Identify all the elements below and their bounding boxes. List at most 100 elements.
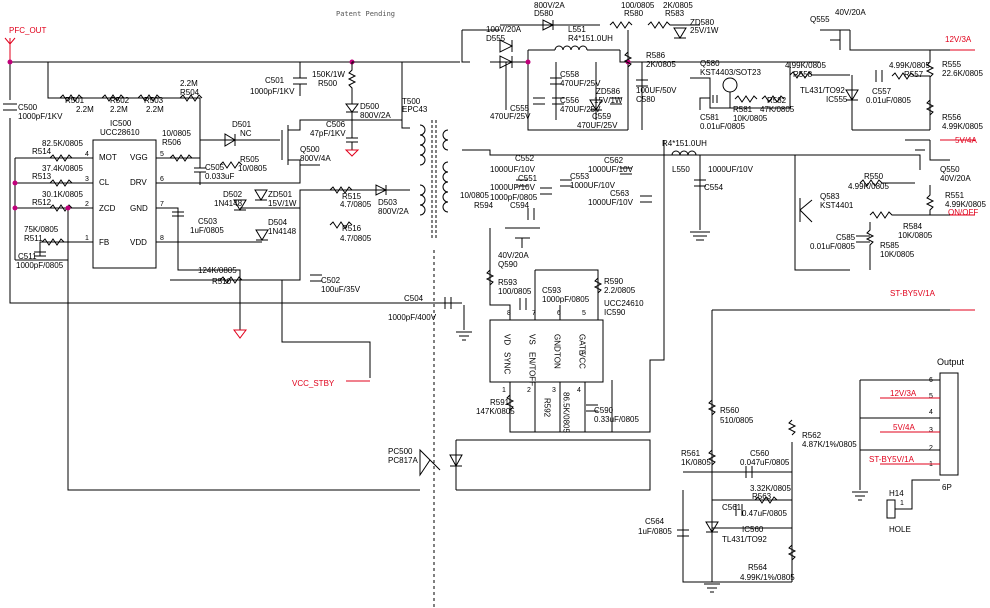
q580-transistor: Q580 KST4403/SOT23 [700, 59, 761, 93]
svg-text:ST-BY5V/1A: ST-BY5V/1A [890, 289, 936, 298]
svg-text:82.5K/0805: 82.5K/0805 [42, 139, 83, 148]
svg-text:R561: R561 [681, 449, 701, 458]
c559-capacitor: C559 470UF/25V [577, 97, 622, 130]
r581-resistor: R581 10K/0805 [733, 95, 768, 123]
svg-text:R4*151.0UH: R4*151.0UH [568, 34, 613, 43]
svg-text:IC500: IC500 [110, 119, 132, 128]
svg-text:100/0805: 100/0805 [498, 287, 532, 296]
svg-text:5: 5 [582, 310, 586, 317]
svg-text:GND: GND [553, 334, 562, 352]
svg-text:37.4K/0805: 37.4K/0805 [42, 164, 83, 173]
r594-label: R594 [474, 201, 494, 210]
svg-text:1: 1 [900, 500, 904, 507]
svg-text:800V/4A: 800V/4A [300, 154, 331, 163]
r562-resistor: R562 4.87K/1%/0805 [787, 419, 857, 449]
svg-text:100/0805: 100/0805 [621, 1, 655, 10]
svg-text:R584: R584 [903, 222, 923, 231]
svg-text:HOLE: HOLE [889, 525, 911, 534]
svg-text:VCC: VCC [578, 352, 587, 369]
svg-text:4.99K/0805: 4.99K/0805 [889, 61, 930, 70]
svg-text:D580: D580 [534, 9, 554, 18]
svg-text:10/0805: 10/0805 [460, 191, 489, 200]
c561-capacitor: C561 0.47uF/0805 [722, 503, 787, 518]
svg-text:12V/3A: 12V/3A [945, 35, 972, 44]
svg-text:C585: C585 [836, 233, 856, 242]
svg-text:IC555: IC555 [826, 95, 848, 104]
r515-resistor: R515 4.7/0805 [329, 186, 372, 209]
svg-text:R503: R503 [144, 96, 164, 105]
svg-text:MOT: MOT [99, 153, 117, 162]
r505-resistor: R505 10/0805 [219, 155, 267, 173]
svg-text:0.01uF/0805: 0.01uF/0805 [866, 96, 911, 105]
c556-capacitor: C556 470UF/25V [552, 96, 601, 114]
svg-text:2: 2 [929, 445, 933, 452]
svg-text:EPC43: EPC43 [402, 105, 428, 114]
svg-text:R500: R500 [318, 79, 338, 88]
svg-text:15V/1W: 15V/1W [268, 199, 297, 208]
svg-text:5V/4A: 5V/4A [955, 136, 977, 145]
st-by5v-net: ST-BY5V/1A [890, 289, 975, 311]
d503-diode: D503 800V/2A [375, 184, 410, 216]
svg-text:75K/0805: 75K/0805 [24, 225, 59, 234]
c558-capacitor: C558 470UF/25V [550, 70, 601, 88]
svg-text:C505: C505 [205, 163, 225, 172]
svg-text:R580: R580 [624, 9, 644, 18]
svg-text:C551: C551 [518, 174, 538, 183]
ic590-controller: VD VS GND GATE SYNC EN/TOFF TON VCC 8 7 … [489, 299, 644, 394]
svg-text:D504: D504 [268, 218, 288, 227]
svg-text:2.2M: 2.2M [146, 105, 164, 114]
c560-capacitor: C560 0.047uF/0805 [740, 449, 790, 478]
r516-resistor: R516 4.7/0805 [329, 221, 372, 243]
svg-text:PC500: PC500 [388, 447, 413, 456]
svg-text:25V/1W: 25V/1W [690, 26, 719, 35]
svg-text:1000UF/10V: 1000UF/10V [490, 165, 536, 174]
ic500-controller: IC500 UCC28610 MOT CL ZCD FB VGG DRV GND… [85, 119, 164, 269]
svg-text:4.99K/0805: 4.99K/0805 [848, 182, 889, 191]
svg-text:150K/1W: 150K/1W [312, 70, 345, 79]
r555-resistor: R555 22.6K/0805 [925, 50, 983, 130]
secondary-gnd-c [704, 583, 720, 593]
svg-text:2: 2 [527, 387, 531, 394]
svg-text:6P: 6P [942, 483, 952, 492]
svg-text:0.033uF: 0.033uF [205, 172, 234, 181]
svg-text:FB: FB [99, 238, 109, 247]
r582-resistor: R582 47K/0805 [760, 95, 795, 114]
svg-text:1: 1 [502, 387, 506, 394]
svg-text:3: 3 [552, 387, 556, 394]
svg-text:D503: D503 [378, 198, 398, 207]
svg-text:R585: R585 [880, 241, 900, 250]
r501-resistor: R501 2.2M [59, 94, 94, 114]
svg-text:1000pF/400V: 1000pF/400V [388, 313, 437, 322]
svg-text:470UF/25V: 470UF/25V [560, 79, 601, 88]
r550-resistor: R550 4.99K/0805 [848, 172, 915, 191]
svg-text:5: 5 [160, 151, 164, 158]
svg-text:1000pF/0805: 1000pF/0805 [542, 295, 590, 304]
svg-text:4: 4 [85, 151, 89, 158]
svg-text:L550: L550 [672, 165, 690, 174]
r583-resistor: 2K/0805 R583 [647, 1, 700, 29]
svg-text:4: 4 [577, 387, 581, 394]
svg-text:800V/2A: 800V/2A [360, 111, 391, 120]
svg-text:TL431/TO92: TL431/TO92 [722, 535, 767, 544]
svg-text:1000UF/10V: 1000UF/10V [490, 183, 536, 192]
svg-text:ST-BY5V/1A: ST-BY5V/1A [869, 455, 915, 464]
svg-text:4.7/0805: 4.7/0805 [340, 200, 372, 209]
svg-text:C562: C562 [604, 156, 624, 165]
svg-text:0.01uF/0805: 0.01uF/0805 [810, 242, 855, 251]
svg-text:4.99K/0805: 4.99K/0805 [942, 122, 983, 131]
svg-text:R501: R501 [65, 96, 85, 105]
svg-text:R516: R516 [342, 224, 362, 233]
secondary-gnd-a [456, 331, 472, 341]
svg-text:UCC24610: UCC24610 [604, 299, 644, 308]
svg-text:1000pF/1KV: 1000pF/1KV [18, 112, 63, 121]
l551-inductor: L551 R4*151.0UH [528, 25, 620, 51]
c594-capacitor: 1000pF/0805 C594 [490, 193, 538, 220]
c563-capacitor: C563 1000UF/10V [588, 189, 652, 207]
q550-wires [700, 154, 921, 271]
svg-text:C504: C504 [404, 294, 424, 303]
svg-text:R506: R506 [162, 138, 182, 147]
svg-text:R511: R511 [24, 234, 43, 243]
r590-resistor: R590 2.2/0805 [593, 277, 636, 295]
c581-capacitor: C581 0.01uF/0805 [700, 95, 745, 131]
